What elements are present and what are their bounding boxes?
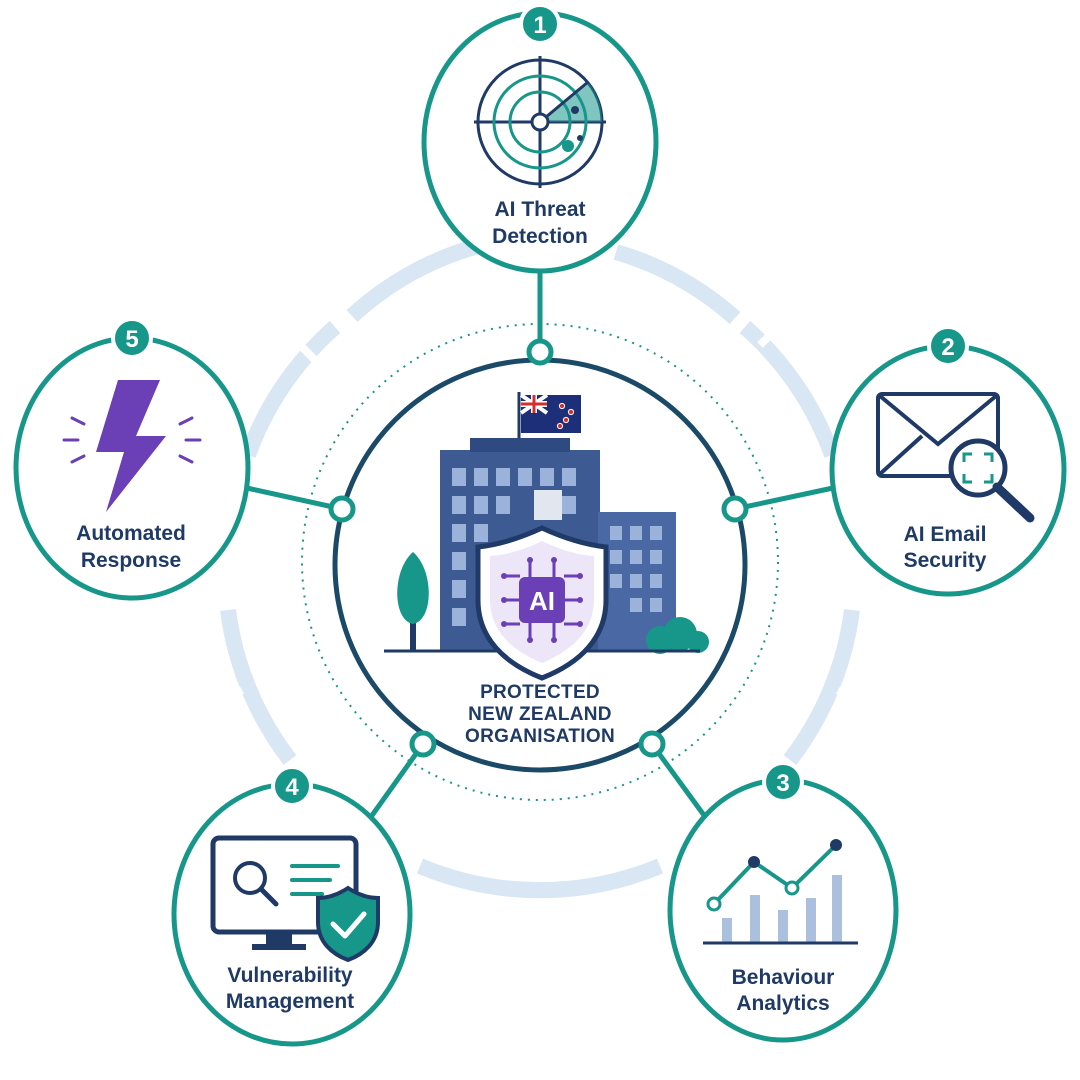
lightning-bolt-icon <box>62 380 202 512</box>
badge-4: 4 <box>271 765 313 807</box>
node-1-label-line-1: AI Threat <box>494 198 585 221</box>
badge-2: 2 <box>927 325 969 367</box>
junction-dots <box>328 338 749 758</box>
center-label-line-2: NEW ZEALAND <box>468 704 612 725</box>
node-5-label-line-1: Automated <box>76 522 186 545</box>
center-label: PROTECTED NEW ZEALAND ORGANISATION <box>465 682 615 747</box>
monitor-shield-check-icon <box>210 835 380 963</box>
tree-icon <box>397 552 429 650</box>
new-zealand-flag-icon <box>517 392 581 450</box>
node-1-label-line-2: Detection <box>492 225 588 248</box>
node-ai-email-security[interactable]: AI Email Security 2 <box>829 325 1067 597</box>
ai-shield-icon: AI <box>475 525 609 681</box>
badge-2-number: 2 <box>941 334 954 361</box>
badge-1-number: 1 <box>533 12 546 39</box>
email-magnifier-icon <box>876 392 1035 523</box>
bush-icon <box>646 617 709 654</box>
line-bar-chart-icon <box>703 839 858 945</box>
radar-icon <box>474 56 606 188</box>
badge-3-number: 3 <box>776 770 789 797</box>
node-4-label-line-1: Vulnerability <box>227 964 353 987</box>
node-behaviour-analytics[interactable]: Behaviour Analytics 3 <box>667 761 899 1043</box>
badge-5-number: 5 <box>125 326 138 353</box>
badge-3: 3 <box>762 761 804 803</box>
node-automated-response[interactable]: Automated Response 5 <box>13 317 251 601</box>
node-ai-threat-detection[interactable]: AI Threat Detection 1 <box>421 3 659 274</box>
badge-4-number: 4 <box>285 774 299 801</box>
node-vulnerability-management[interactable]: Vulnerability Management 4 <box>171 765 413 1047</box>
badge-1: 1 <box>519 3 561 45</box>
node-3-label-line-2: Analytics <box>736 992 829 1015</box>
shield-ai-text: AI <box>529 586 555 616</box>
center-label-line-1: PROTECTED <box>480 682 600 703</box>
node-4-label-line-2: Management <box>226 990 354 1013</box>
outer-ring <box>220 238 860 899</box>
node-2-label-line-1: AI Email <box>904 523 987 546</box>
node-3-label-line-1: Behaviour <box>732 966 835 989</box>
badge-5: 5 <box>111 317 153 359</box>
node-2-label-line-2: Security <box>904 549 987 572</box>
outer-ring-gaps <box>222 230 858 704</box>
node-5-label-line-2: Response <box>81 549 181 572</box>
center-label-line-3: ORGANISATION <box>465 726 615 747</box>
